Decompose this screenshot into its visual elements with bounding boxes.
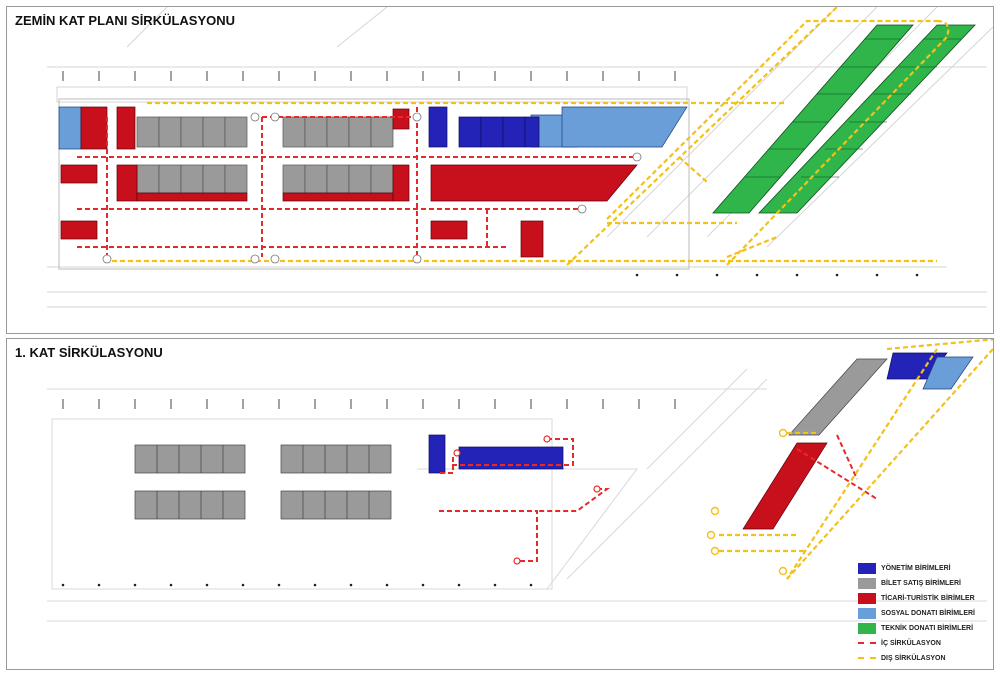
technical-divisions xyxy=(745,38,961,178)
column-dots xyxy=(635,273,919,277)
first-floor-plan xyxy=(47,339,993,622)
legend-swatch-ticket xyxy=(858,577,876,589)
ticket-units xyxy=(136,116,394,194)
admin-units xyxy=(428,106,540,148)
inner-circulation-routes xyxy=(437,434,878,562)
legend-item-social: SOSYAL DONATI BİRİMLERİ xyxy=(858,607,975,619)
building-outline xyxy=(58,98,690,270)
legend-item-commercial: TİCARİ-TURİSTİK BİRİMLER xyxy=(858,592,975,604)
legend-item-technical: TEKNİK DONATI BİRİMLERİ xyxy=(858,622,973,634)
legend-line-inner xyxy=(858,642,876,644)
legend-label: BİLET SATIŞ BİRİMLERİ xyxy=(881,579,961,587)
first-floor-panel: 1. KAT SİRKÜLASYONU xyxy=(6,338,994,670)
legend-line-outer xyxy=(858,657,876,659)
legend-item-outer-circulation: DIŞ SİRKÜLASYON xyxy=(858,652,946,664)
context-lines xyxy=(47,7,993,308)
legend-label: TEKNİK DONATI BİRİMLERİ xyxy=(881,624,974,632)
admin-units xyxy=(428,352,948,474)
context-lines xyxy=(47,368,987,622)
ground-floor-panel: ZEMİN KAT PLANI SİRKÜLASYONU xyxy=(6,6,994,334)
ticket-units xyxy=(134,358,888,520)
outer-circulation-nodes xyxy=(706,428,788,576)
commercial-units xyxy=(60,106,638,258)
legend-swatch-technical xyxy=(858,622,876,634)
column-ticks xyxy=(62,399,676,409)
first-floor-title: 1. KAT SİRKÜLASYONU xyxy=(15,345,163,360)
ground-floor-title: ZEMİN KAT PLANI SİRKÜLASYONU xyxy=(15,13,236,28)
ground-floor-plan xyxy=(47,7,993,308)
outer-circulation-routes xyxy=(719,339,993,580)
legend-item-inner-circulation: İÇ SİRKÜLASYON xyxy=(858,637,941,649)
legend-item-admin: YÖNETİM BİRİMLERİ xyxy=(858,562,951,574)
commercial-units xyxy=(742,442,828,530)
circulation-nodes xyxy=(102,112,642,264)
legend-label: TİCARİ-TURİSTİK BİRİMLER xyxy=(881,594,975,602)
column-dots xyxy=(61,583,533,587)
social-units xyxy=(922,356,974,390)
legend-label: DIŞ SİRKÜLASYON xyxy=(881,654,946,662)
technical-units xyxy=(712,24,976,214)
legend-swatch-admin xyxy=(858,562,876,574)
column-ticks xyxy=(62,71,676,81)
legend-swatch-commercial xyxy=(858,592,876,604)
legend-swatch-social xyxy=(858,607,876,619)
inner-circulation-routes xyxy=(77,107,637,257)
legend-label: SOSYAL DONATI BİRİMLERİ xyxy=(881,609,975,617)
outer-circulation-routes xyxy=(112,7,950,266)
inner-circulation-nodes xyxy=(453,435,601,565)
ticket-divisions xyxy=(156,445,370,519)
legend-item-ticket: BİLET SATIŞ BİRİMLERİ xyxy=(858,577,961,589)
legend-label: İÇ SİRKÜLASYON xyxy=(881,639,941,647)
legend-label: YÖNETİM BİRİMLERİ xyxy=(881,564,951,572)
